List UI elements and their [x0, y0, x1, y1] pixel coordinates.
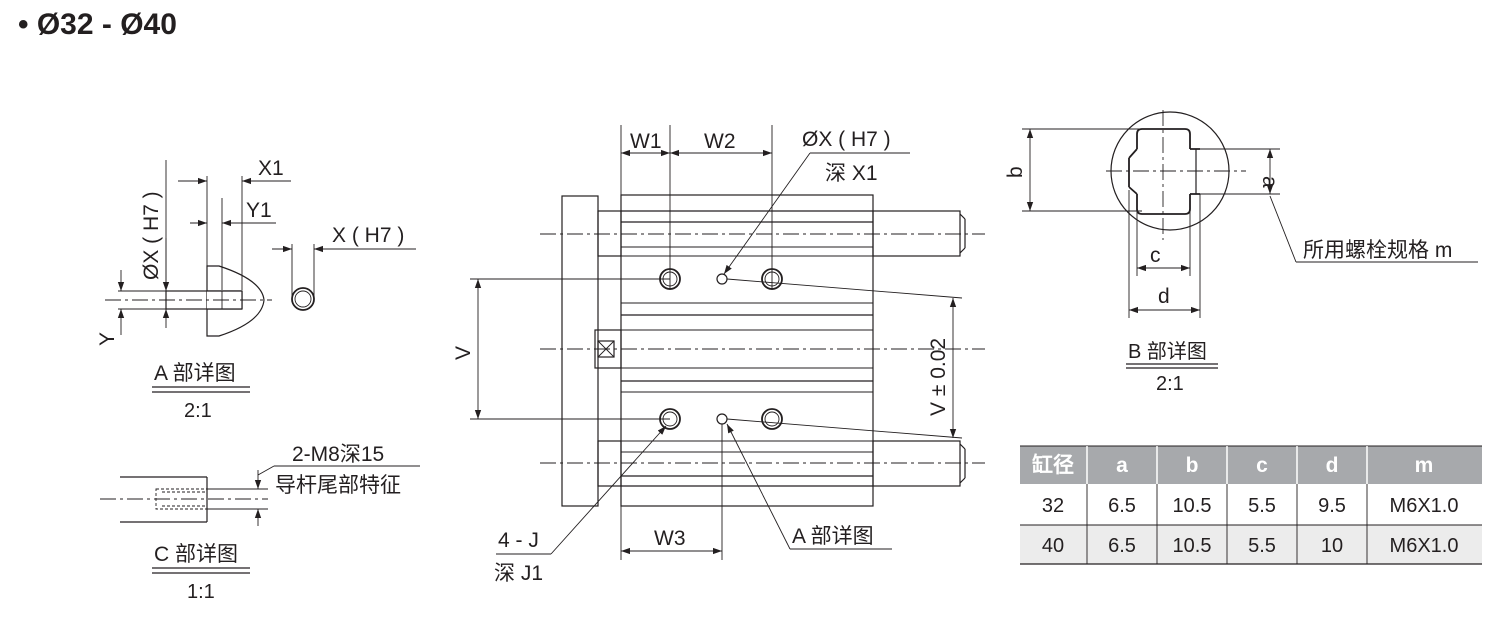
detail-a-scale: 2:1: [184, 400, 212, 422]
table-header-a: a: [1116, 454, 1128, 477]
spec-table: 缸径 a b c d m 32 6.5 10.5 5.5 9.5 M6X1.0 …: [1020, 445, 1482, 565]
label-bolt-spec: 所用螺栓规格 m: [1303, 239, 1452, 262]
dim-x1: X1: [258, 157, 284, 180]
body-lines: [621, 210, 873, 487]
table-header-c: c: [1256, 454, 1268, 477]
guide-rod-bottom: [872, 440, 961, 487]
table-row: 32 6.5 10.5 5.5 9.5 M6X1.0: [1042, 495, 1459, 517]
table-cell: 40: [1042, 535, 1064, 557]
dim-x-h7: X ( H7 ): [332, 224, 404, 247]
label-depth-j1: 深 J1: [494, 562, 543, 585]
dim-v-tol: V ± 0.02: [927, 338, 950, 416]
table-header-bore: 缸径: [1032, 453, 1074, 477]
detail-b-slot: [1128, 128, 1200, 215]
dim-w2: W2: [704, 130, 736, 153]
table-cell: 10: [1321, 535, 1343, 557]
detail-a-section: [206, 265, 265, 337]
table-row: 40 6.5 10.5 5.5 10 M6X1.0: [1042, 535, 1459, 557]
guide-rod-top: [872, 210, 961, 257]
table-cell: M6X1.0: [1390, 535, 1459, 557]
table-cell: 9.5: [1318, 495, 1346, 517]
page-title: • Ø32 - Ø40: [18, 8, 177, 41]
detail-a-caption: A 部详图: [154, 362, 236, 385]
dim-y1: Y1: [246, 199, 272, 222]
cylinder-body: [620, 194, 874, 507]
dim-y: Y: [96, 332, 119, 346]
label-j: 4 - J: [498, 529, 539, 552]
dim-v: V: [452, 346, 475, 360]
dim-w3: W3: [654, 527, 686, 550]
label-ox-h7: ØX ( H7 ): [802, 128, 891, 151]
detail-a: X1 Y1 ØX ( H7 ) Y X ( H7 ) A 部详图 2:1: [96, 157, 416, 422]
detail-c: 2-M8深15 导杆尾部特征 C 部详图 1:1: [100, 443, 420, 603]
dim-w1: W1: [630, 130, 662, 153]
table-cell: 5.5: [1248, 535, 1276, 557]
table-cell: 10.5: [1173, 495, 1212, 517]
table-header-b: b: [1186, 454, 1199, 477]
detail-c-note-feature: 导杆尾部特征: [275, 474, 401, 497]
dim-a: a: [1258, 176, 1281, 188]
table-cell: 5.5: [1248, 495, 1276, 517]
table-cell: 6.5: [1108, 535, 1136, 557]
table-cell: 6.5: [1108, 495, 1136, 517]
detail-c-caption: C 部详图: [154, 543, 238, 566]
table-header-m: m: [1415, 454, 1434, 477]
table-cell: 10.5: [1173, 535, 1212, 557]
detail-c-note-thread: 2-M8深15: [292, 443, 384, 466]
dim-c: c: [1150, 244, 1161, 267]
table-cell: M6X1.0: [1390, 495, 1459, 517]
label-depth-x1: 深 X1: [825, 162, 878, 185]
detail-c-thread: [155, 488, 208, 510]
detail-b-scale: 2:1: [1156, 373, 1184, 395]
main-view: W1 W2 ØX ( H7 ) 深 X1 V V ± 0.02 W3 4 - J…: [452, 125, 985, 585]
label-a-detail: A 部详图: [792, 525, 874, 548]
detail-b-caption: B 部详图: [1128, 340, 1207, 363]
table-cell: 32: [1042, 495, 1064, 517]
dim-b: b: [1004, 166, 1027, 178]
detail-c-scale: 1:1: [187, 581, 215, 603]
dim-ox-h7: ØX ( H7 ): [140, 191, 163, 280]
detail-b: b a c d 所用螺栓规格 m B 部详图 2:1: [1004, 110, 1478, 395]
end-plate: [561, 195, 599, 507]
table-header-d: d: [1326, 454, 1339, 477]
dim-d: d: [1158, 285, 1170, 308]
